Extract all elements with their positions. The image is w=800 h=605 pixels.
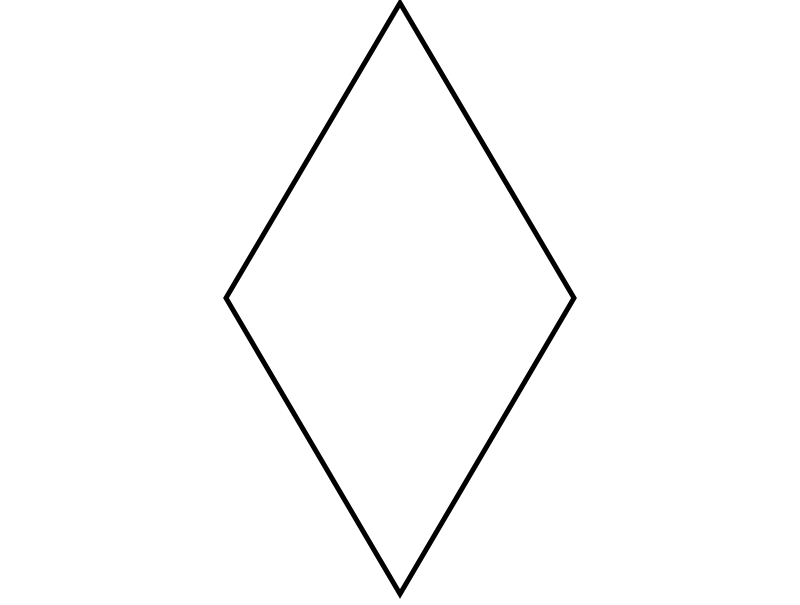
rhombus-shape: [223, 0, 577, 599]
